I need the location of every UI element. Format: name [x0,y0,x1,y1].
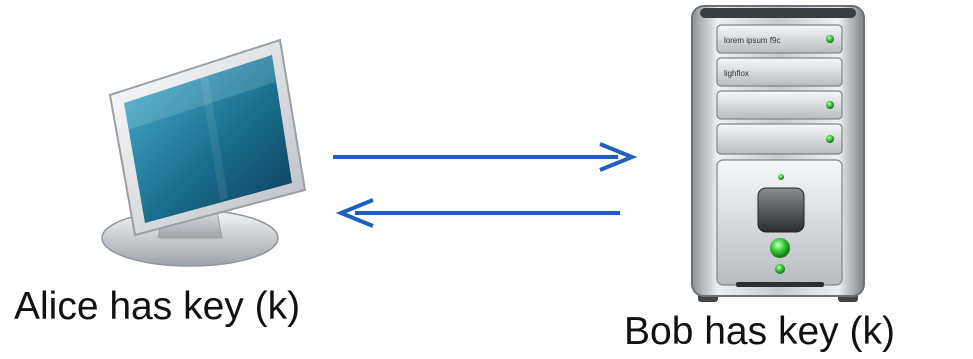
bob-label: Bob has key (k) [624,310,895,353]
arrow-to-alice [335,198,620,228]
alice-label: Alice has key (k) [14,285,301,328]
server-bay-label: lighflox [724,69,749,78]
computer-monitor-icon [101,38,307,267]
server-bay-label: lorem ipsum f9c [724,36,780,45]
arrow-to-bob [333,142,638,172]
server-tower-icon: lorem ipsum f9c lighflox [691,5,865,302]
